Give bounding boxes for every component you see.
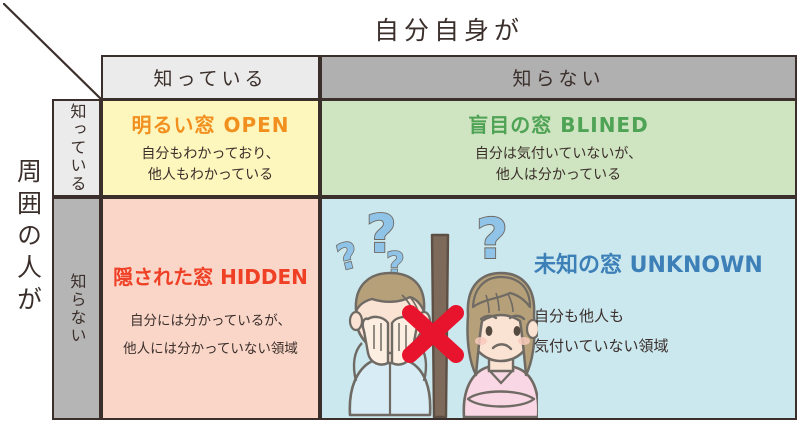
arms-crossed-person-icon <box>462 271 538 418</box>
row-header-others-know: 知っている <box>52 99 101 197</box>
quadrant-hidden: 隠された窓 HIDDEN 自分には分かっているが、 他人には分かっていない領域 <box>101 197 320 420</box>
quadrant-unknown-title: 未知の窓 UNKNOWN <box>534 253 763 278</box>
quadrant-unknown-text: 未知の窓 UNKNOWN 自分も他人も 気付いていない領域 <box>534 247 792 361</box>
quadrant-blind: 盲目の窓 BLINED 自分は気付いていないが、 他人は分かっている <box>320 99 797 197</box>
column-header-self-knows-label: 知っている <box>153 68 268 90</box>
quadrant-unknown: ? ? ? ? <box>320 197 797 420</box>
quadrant-open-title: 明るい窓 OPEN <box>131 113 290 137</box>
quadrant-open-body: 自分もわかっており、 他人もわかっている <box>103 144 318 186</box>
diagonal-line-icon <box>3 3 101 99</box>
column-header-self-unknows-label: 知らない <box>512 68 605 90</box>
red-x-icon <box>402 305 464 363</box>
quadrant-unknown-line1: 自分も他人も <box>534 307 625 325</box>
quadrant-open: 明るい窓 OPEN 自分もわかっており、 他人もわかっている <box>101 99 320 197</box>
column-header-self-unknows: 知らない <box>320 55 797 100</box>
quadrant-open-line2: 他人もわかっている <box>147 167 274 183</box>
top-axis-title: 自分自身が <box>101 3 797 55</box>
question-mark-icon: ? <box>365 203 398 266</box>
svg-text:?: ? <box>476 208 508 272</box>
quadrant-hidden-body: 自分には分かっているが、 他人には分かっていない領域 <box>103 308 318 363</box>
row-header-others-unknow-label: 知らない <box>67 272 87 345</box>
svg-text:?: ? <box>366 204 397 265</box>
covering-face-person-icon <box>348 271 432 417</box>
svg-text:?: ? <box>333 235 363 280</box>
left-axis-title-label: 周囲の人が <box>13 157 43 318</box>
row-header-others-unknow: 知らない <box>52 197 101 420</box>
quadrant-unknown-body: 自分も他人も 気付いていない領域 <box>534 301 792 361</box>
question-mark-icon: ? <box>332 234 364 280</box>
quadrant-open-line1: 自分もわかっており、 <box>141 146 280 162</box>
quadrant-blind-line1: 自分は気付いていないが、 <box>474 146 643 162</box>
quadrant-hidden-line2: 他人には分かっていない領域 <box>123 340 298 357</box>
quadrant-blind-line2: 他人は分かっている <box>495 167 622 183</box>
question-mark-icon: ? <box>475 207 509 273</box>
column-header-self-knows: 知っている <box>101 55 320 100</box>
left-axis-title: 周囲の人が <box>3 55 52 420</box>
quadrant-hidden-title: 隠された窓 HIDDEN <box>113 265 308 289</box>
row-header-others-know-label: 知っている <box>67 103 87 193</box>
quadrant-blind-title: 盲目の窓 BLINED <box>468 113 649 137</box>
quadrant-unknown-line2: 気付いていない領域 <box>534 337 669 355</box>
top-axis-title-label: 自分自身が <box>373 16 524 45</box>
unknown-illustration: ? ? ? ? <box>332 203 538 418</box>
quadrant-blind-body: 自分は気付いていないが、 他人は分かっている <box>322 144 795 186</box>
quadrant-hidden-line1: 自分には分かっているが、 <box>129 313 292 329</box>
